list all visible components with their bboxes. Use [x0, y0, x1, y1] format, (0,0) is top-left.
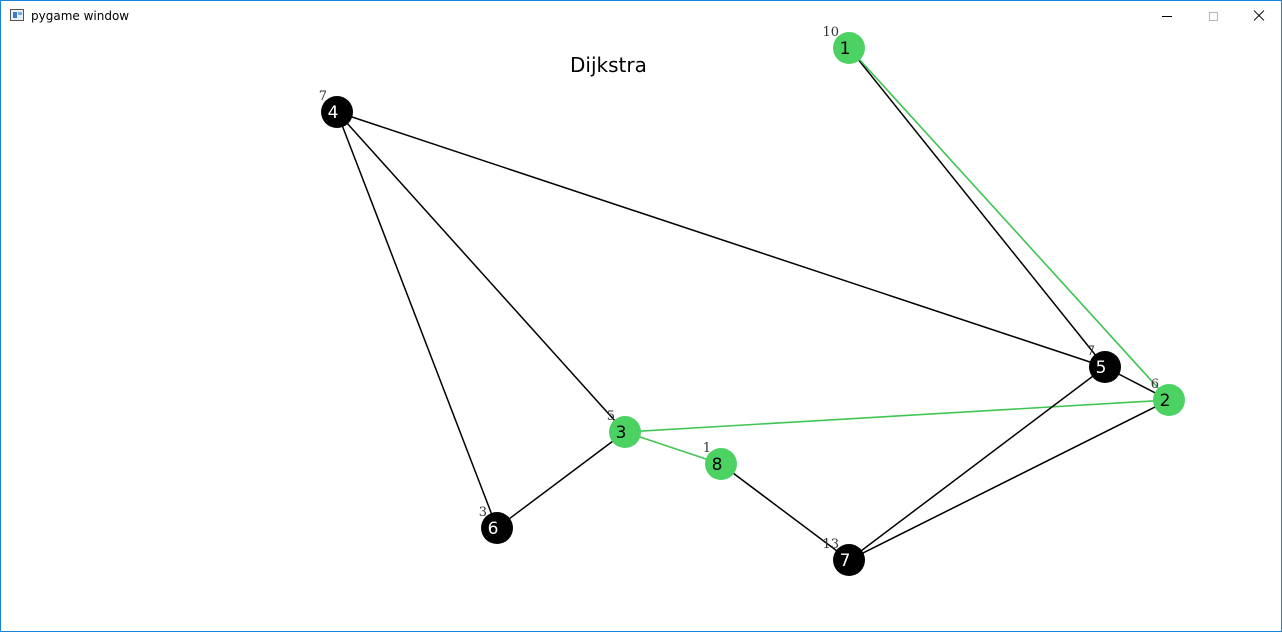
node-weight-label: 6 [1151, 377, 1159, 392]
edge-1-2 [848, 47, 1170, 401]
node-id-label: 6 [488, 519, 499, 539]
node-circle[interactable] [609, 416, 641, 448]
node-id-label: 3 [616, 423, 627, 443]
node-id-label: 5 [1096, 358, 1107, 378]
minimize-icon [1162, 15, 1172, 17]
window-title: pygame window [31, 9, 130, 23]
edge-3-6 [496, 431, 626, 529]
edge-1-5 [848, 47, 1106, 368]
edge-5-7 [848, 366, 1106, 561]
pygame-app-icon [10, 9, 24, 21]
graph-node-1[interactable]: 101 [822, 25, 865, 64]
node-circle[interactable] [1089, 351, 1121, 383]
node-id-label: 1 [840, 39, 851, 59]
node-weight-label: 10 [822, 25, 839, 40]
maximize-button[interactable] [1190, 1, 1236, 31]
graph-node-2[interactable]: 62 [1151, 377, 1185, 416]
title-bar[interactable]: pygame window [1, 1, 1281, 32]
algorithm-title: Dijkstra [570, 53, 647, 77]
node-weight-label: 3 [479, 505, 487, 520]
node-circle[interactable] [1153, 384, 1185, 416]
node-circle[interactable] [481, 512, 513, 544]
node-id-label: 4 [328, 103, 339, 123]
node-weight-label: 1 [703, 441, 711, 456]
edge-3-8 [624, 431, 722, 465]
node-circle[interactable] [705, 448, 737, 480]
edge-3-2 [624, 399, 1170, 433]
edge-2-7 [848, 399, 1170, 561]
node-weight-label: 13 [822, 537, 839, 552]
node-id-label: 8 [712, 455, 723, 475]
graph-node-3[interactable]: 53 [607, 409, 641, 448]
node-circle[interactable] [321, 96, 353, 128]
edge-8-7 [720, 463, 850, 561]
graph-node-5[interactable]: 75 [1087, 344, 1121, 383]
edges-layer [336, 47, 1170, 561]
node-weight-label: 5 [607, 409, 615, 424]
edge-4-5 [336, 111, 1106, 368]
node-id-label: 2 [1160, 391, 1171, 411]
node-circle[interactable] [833, 544, 865, 576]
edge-4-6 [336, 111, 498, 529]
node-weight-label: 7 [1087, 344, 1095, 359]
graph-node-8[interactable]: 18 [703, 441, 737, 480]
graph-node-4[interactable]: 74 [319, 89, 353, 128]
graph-node-6[interactable]: 36 [479, 505, 513, 544]
node-circle[interactable] [833, 32, 865, 64]
graph-node-7[interactable]: 137 [822, 537, 865, 576]
maximize-icon [1208, 11, 1218, 21]
minimize-button[interactable] [1144, 1, 1190, 31]
edge-4-3 [336, 111, 626, 433]
node-weight-label: 7 [319, 89, 327, 104]
node-id-label: 7 [840, 551, 851, 571]
